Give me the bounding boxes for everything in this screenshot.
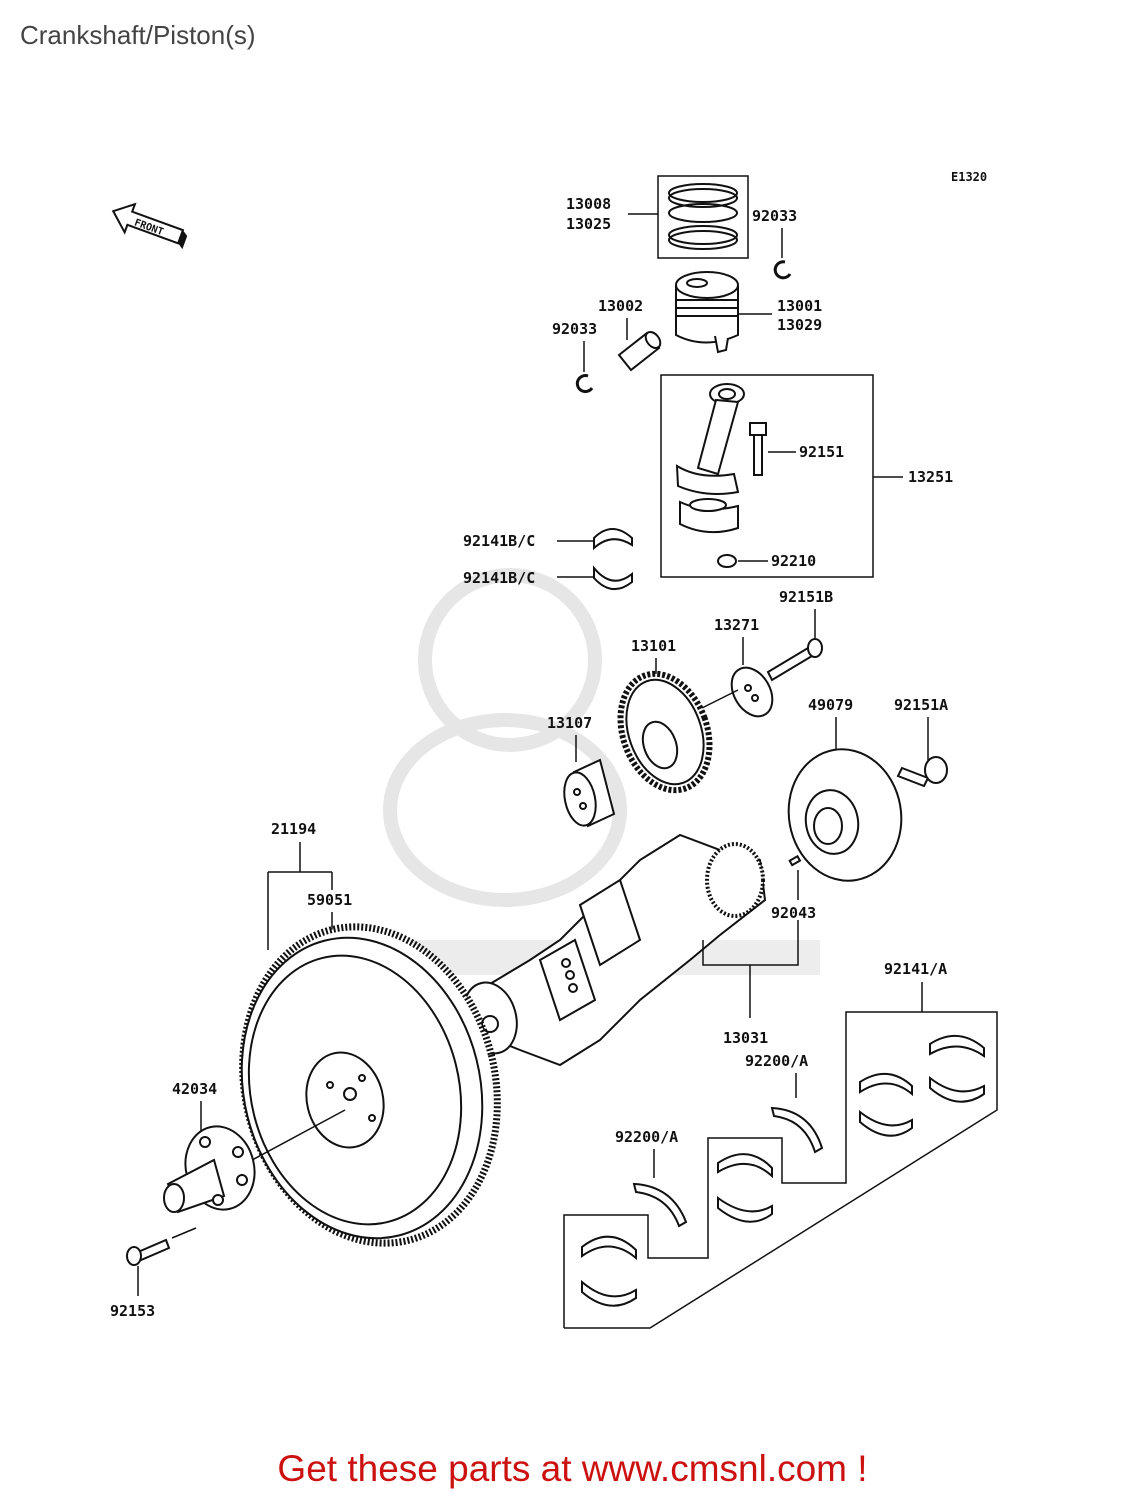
part-label-92033-top: 92033	[752, 207, 797, 225]
piston-rings	[668, 183, 738, 250]
circlip-left-icon	[575, 374, 594, 393]
part-label-92151: 92151	[799, 443, 844, 461]
part-label-59051: 59051	[307, 891, 352, 909]
bolt-92151a-icon	[896, 756, 948, 788]
rod-bearing-upper-icon	[593, 528, 633, 551]
part-label-13002: 13002	[598, 297, 643, 315]
part-label-92043: 92043	[771, 904, 816, 922]
washer-plate-icon	[730, 666, 774, 718]
part-label-13101: 13101	[631, 637, 676, 655]
part-label-92210: 92210	[771, 552, 816, 570]
diagram-code: E1320	[951, 170, 987, 184]
part-label-13025: 13025	[566, 215, 611, 233]
main-bearing-icons	[581, 1035, 985, 1307]
page-title: Crankshaft/Piston(s)	[20, 20, 256, 50]
part-label-13271: 13271	[714, 616, 759, 634]
part-label-92141a: 92141/A	[884, 960, 947, 978]
coupling-icon	[163, 1125, 256, 1214]
connecting-rod-icon	[675, 383, 745, 534]
bolt-92153-icon	[126, 1238, 171, 1266]
piston-icon	[675, 271, 739, 354]
ring-set-box	[657, 175, 749, 259]
piston-pin-icon	[617, 331, 662, 372]
part-label-42034: 42034	[172, 1080, 217, 1098]
collar-icon	[563, 758, 616, 828]
part-label-92033-left: 92033	[552, 320, 597, 338]
flywheel-icon	[239, 923, 501, 1247]
thrust-washer-1-icon	[770, 1106, 824, 1154]
part-label-13251: 13251	[908, 468, 953, 486]
part-label-92200a-2: 92200/A	[615, 1128, 678, 1146]
balancer-weight-icon	[787, 748, 903, 882]
part-label-49079: 49079	[808, 696, 853, 714]
part-label-92151b: 92151B	[779, 588, 833, 606]
thrust-washer-2-icon	[632, 1182, 688, 1228]
crank-gear-icon	[617, 670, 713, 794]
rod-bolt-icon	[749, 422, 767, 476]
part-label-13029: 13029	[777, 316, 822, 334]
footer-link-text[interactable]: Get these parts at www.cmsnl.com !	[277, 1448, 868, 1489]
part-label-92151a: 92151A	[894, 696, 948, 714]
part-label-13031: 13031	[723, 1029, 768, 1047]
part-label-92153: 92153	[110, 1302, 155, 1320]
crankshaft-icon	[462, 833, 767, 1067]
part-label-13008: 13008	[566, 195, 611, 213]
rod-nut-icon	[717, 554, 737, 568]
part-label-92141bc-2: 92141B/C	[463, 569, 535, 587]
part-label-21194: 21194	[271, 820, 316, 838]
connecting-rod-box	[660, 374, 874, 578]
bolt-92151b-icon	[766, 638, 823, 682]
part-label-13001: 13001	[777, 297, 822, 315]
rod-bearing-lower-icon	[593, 565, 633, 590]
part-label-92200a-1: 92200/A	[745, 1052, 808, 1070]
front-arrow-icon: FRONT	[111, 202, 188, 250]
circlip-icon	[773, 260, 792, 280]
main-bearing-box	[563, 1011, 998, 1329]
pin-92043-icon	[788, 854, 802, 867]
part-label-13107: 13107	[547, 714, 592, 732]
part-label-92141bc-1: 92141B/C	[463, 532, 535, 550]
